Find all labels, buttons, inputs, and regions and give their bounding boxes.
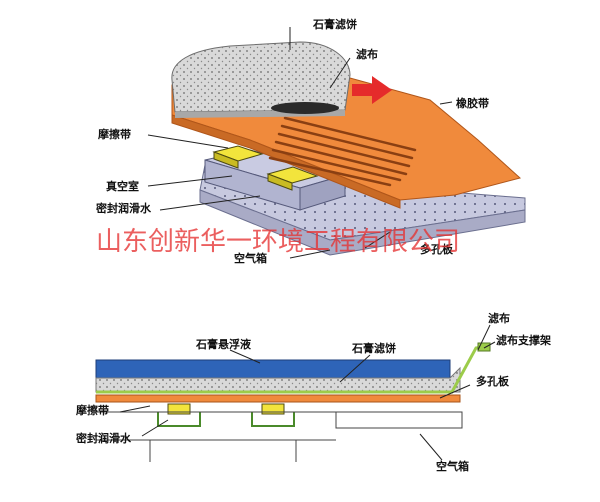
bottom-perforated-plate bbox=[95, 394, 461, 403]
bottom-slurry-layer bbox=[95, 359, 451, 379]
bottom-diagram: 滤布 滤布支撑架 石膏悬浮液 石膏滤饼 多孔板 摩擦带 密封润滑水 空气箱 bbox=[76, 311, 551, 473]
top-friction-pads bbox=[212, 145, 319, 191]
label-bottom-friction-belt: 摩擦带 bbox=[76, 403, 109, 417]
bottom-cloth-support bbox=[477, 342, 491, 352]
watermark-text: 山东创新华一环境工程有限公司 bbox=[96, 227, 460, 257]
label-top-vacuum-chamber: 真空室 bbox=[106, 179, 139, 193]
label-bottom-gypsum-cake: 石膏滤饼 bbox=[351, 341, 396, 355]
bottom-air-box bbox=[335, 411, 463, 429]
label-top-rubber-belt: 橡胶带 bbox=[456, 96, 489, 110]
label-top-friction-belt: 摩擦带 bbox=[98, 127, 131, 141]
label-bottom-slurry: 石膏悬浮液 bbox=[195, 337, 252, 351]
label-bottom-air-box: 空气箱 bbox=[436, 459, 469, 473]
bottom-friction-pad-2 bbox=[261, 403, 285, 415]
top-filter-cloth-slot bbox=[271, 102, 339, 114]
label-top-seal-water: 密封润滑水 bbox=[96, 201, 152, 215]
label-bottom-seal-water: 密封润滑水 bbox=[76, 431, 132, 445]
belt-grooves bbox=[268, 116, 417, 187]
bottom-friction-pad-1 bbox=[167, 403, 191, 415]
label-top-perforated-plate: 多孔板 bbox=[420, 242, 454, 256]
label-top-air-box: 空气箱 bbox=[234, 251, 267, 265]
label-top-gypsum-cake: 石膏滤饼 bbox=[312, 17, 357, 31]
label-bottom-filter-cloth: 滤布 bbox=[488, 311, 510, 325]
top-gypsum-cake bbox=[171, 41, 351, 113]
label-top-filter-cloth: 滤布 bbox=[356, 47, 378, 61]
label-bottom-perforated-plate: 多孔板 bbox=[476, 374, 510, 388]
top-diagram: 石膏滤饼 滤布 橡胶带 摩擦带 真空室 密封润滑水 多孔板 空气箱 bbox=[96, 17, 526, 265]
label-bottom-cloth-support: 滤布支撑架 bbox=[496, 333, 551, 347]
direction-arrow bbox=[352, 76, 392, 104]
